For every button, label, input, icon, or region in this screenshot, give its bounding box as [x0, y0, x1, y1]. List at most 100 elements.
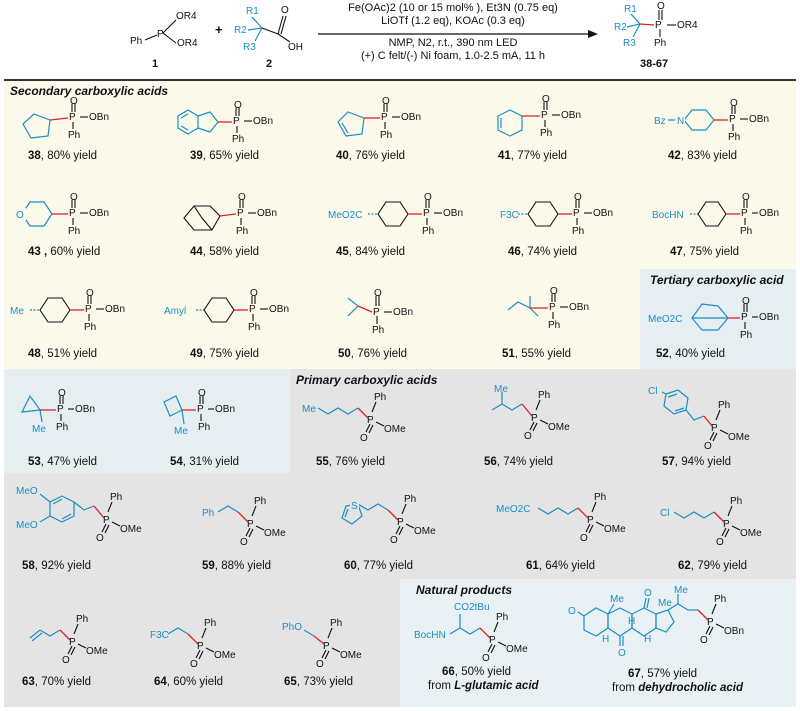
atom-O: O	[16, 210, 24, 221]
compound-55-structure: Me Ph P O OMe	[302, 392, 406, 444]
atom-F3C: F3C	[500, 210, 519, 221]
atom-MeO: MeO	[16, 520, 38, 531]
compound-44-structure: O P OBn Ph	[183, 192, 277, 237]
compound-58-structure: MeO MeO Ph P O OMe	[16, 486, 142, 544]
atom-P: P	[157, 29, 164, 40]
atom-P: P	[367, 415, 374, 426]
compound-yield: 73% yield	[303, 676, 354, 688]
compound-46-structure: F3C O P OBn Ph	[500, 192, 613, 237]
atom-F3C: F3C	[150, 630, 169, 641]
atom-R1: R1	[624, 4, 637, 15]
compound-yield: 77% yield	[363, 560, 414, 572]
compound-48-label: 48, 51% yield	[28, 348, 98, 360]
compound-40-label: 40, 76% yield	[336, 150, 406, 162]
compound-38-label: 38, 80% yield	[28, 150, 98, 162]
atom-Ph: Ph	[254, 496, 266, 507]
atom-OMe: OMe	[604, 524, 626, 535]
compound-59: Ph Ph P O OMe 59, 88% yield	[190, 478, 330, 578]
compound-52-structure: MeO2C O P OBn Ph	[648, 296, 779, 341]
compound-yield: 92% yield	[41, 560, 92, 572]
condition-line-3: NMP, N2, r.t., 390 nm LED	[388, 37, 518, 49]
compound-66-source: from L-glutamic acid	[428, 680, 539, 692]
atom-OBn: OBn	[561, 110, 581, 121]
atom-OBn: OBn	[569, 302, 589, 313]
compound-number: 49	[190, 348, 203, 360]
atom-P: P	[397, 517, 404, 528]
compound-63: Ph P O OMe 63, 70% yield	[8, 590, 138, 706]
atom-OMe: OMe	[120, 524, 142, 535]
atom-Ph: Ph	[372, 325, 384, 336]
compound-55: Me Ph P O OMe 55, 76% yield	[296, 384, 446, 470]
atom-OBn: OBn	[749, 114, 769, 125]
compound-49: Amyl O P OBn Ph 49, 75% yield	[160, 282, 320, 362]
compound-54-structure: Me O P OBn Ph	[163, 388, 235, 437]
atom-Ph: Ph	[330, 618, 342, 629]
atom-Me: Me	[494, 384, 508, 395]
atom-OMe: OMe	[214, 650, 236, 661]
header-rule	[4, 79, 796, 81]
reagent-2-structure: R1 R2 R3 O OH	[234, 5, 303, 53]
atom-O: O	[360, 433, 368, 444]
atom-O: O	[234, 100, 242, 111]
compound-58: MeO MeO Ph P O OMe 58, 92% yield	[8, 478, 188, 578]
compound-yield: 79% yield	[697, 560, 748, 572]
compound-41: O P OBn Ph 41, 77% yield	[488, 94, 638, 164]
atom-P: P	[423, 208, 430, 219]
compound-yield: 76% yield	[335, 456, 386, 468]
atom-CO2tBu: CO2tBu	[454, 602, 490, 613]
atom-OBn: OBn	[257, 208, 277, 219]
atom-O: O	[550, 286, 558, 297]
compound-number: 48	[28, 348, 41, 360]
atom-P: P	[729, 114, 736, 125]
cyclic-panel	[4, 369, 290, 473]
compound-42-label: 42, 83% yield	[668, 150, 738, 162]
compound-45-structure: MeO2C O P OBn Ph	[328, 192, 463, 237]
compound-56-label: 56, 74% yield	[484, 456, 554, 468]
atom-O: O	[424, 192, 432, 203]
compound-65-label: 65, 73% yield	[284, 676, 354, 688]
atom-P: P	[249, 304, 256, 315]
compound-65: PhO Ph P O OMe 65, 73% yield	[270, 590, 400, 706]
compound-yield: 64% yield	[545, 560, 596, 572]
compound-57-structure: Cl Ph P O OMe	[648, 386, 750, 452]
atom-OMe: OMe	[340, 650, 362, 661]
atom-OMe: OMe	[728, 432, 750, 443]
atom-O: O	[524, 431, 532, 442]
compound-yield: 50% yield	[461, 666, 512, 678]
compound-51-structure: O P OBn Ph	[507, 286, 589, 331]
atom-Me: Me	[658, 598, 672, 609]
atom-Bz: Bz	[654, 116, 666, 127]
compound-yield: 74% yield	[503, 456, 554, 468]
atom-O: O	[730, 98, 738, 109]
compound-53-structure: Me O P OBn Ph	[20, 388, 95, 435]
compound-52: MeO2C O P OBn Ph 52, 40% yield	[646, 290, 796, 364]
atom-O: O	[716, 537, 724, 548]
atom-O: O	[618, 648, 626, 659]
atom-OBn: OBn	[759, 208, 779, 219]
compound-yield: 60% yield	[50, 246, 101, 258]
compound-58-label: 58, 92% yield	[22, 560, 92, 572]
atom-P: P	[741, 312, 748, 323]
compound-67-structure: O O O Me Me Me H H H Ph P O OBn	[568, 585, 744, 659]
condition-line-1: Fe(OAc)2 (10 or 15 mol% ), Et3N (0.75 eq…	[348, 2, 558, 14]
compound-yield: 83% yield	[687, 150, 738, 162]
atom-Cl: Cl	[648, 386, 657, 397]
compound-61: MeO2C Ph P O OMe 61, 64% yield	[494, 478, 644, 578]
atom-Ph: Ph	[540, 128, 552, 139]
compound-67-label: 67, 57% yield	[628, 668, 698, 680]
atom-O: O	[644, 588, 652, 599]
atom-OMe: OMe	[264, 528, 286, 539]
atom-O: O	[542, 94, 550, 105]
atom-Ph: Ph	[204, 618, 216, 629]
atom-R2: R2	[234, 25, 247, 36]
compound-53-label: 53, 47% yield	[28, 456, 98, 468]
compound-number: 50	[338, 348, 351, 360]
atom-MeO2C: MeO2C	[648, 314, 682, 325]
compound-51-label: 51, 55% yield	[502, 348, 572, 360]
atom-O: O	[86, 288, 94, 299]
compound-number: 56	[484, 456, 497, 468]
atom-O: O	[62, 655, 70, 666]
atom-H: H	[602, 634, 609, 645]
compound-45-label: 45, 84% yield	[336, 246, 406, 258]
atom-O: O	[240, 537, 248, 548]
